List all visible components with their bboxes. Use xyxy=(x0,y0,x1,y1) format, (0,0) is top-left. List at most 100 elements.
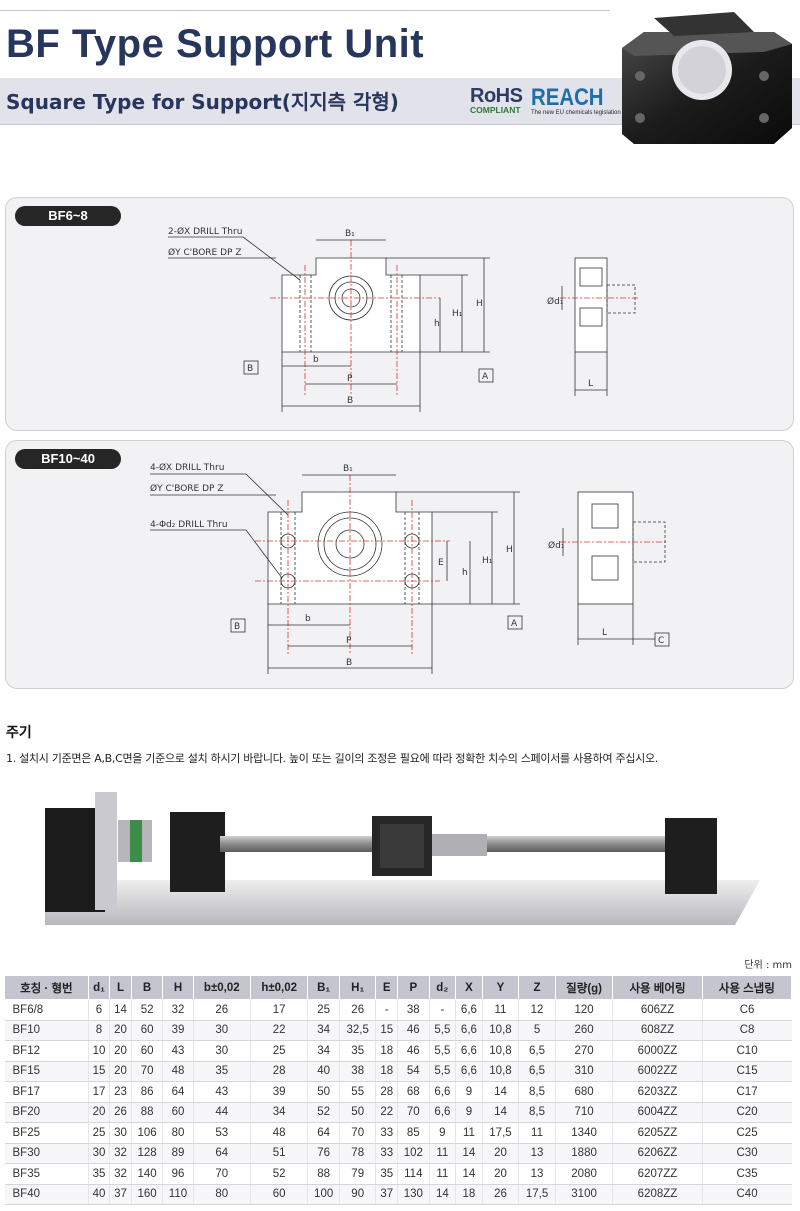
dim-l-bf10-40: L xyxy=(602,628,607,638)
dim-e-bf10-40: E xyxy=(438,558,444,568)
reach-logo-subtext: The new EU chemicals legislation xyxy=(531,110,621,116)
table-cell: 20 xyxy=(481,1143,519,1164)
table-cell: 6000ZZ xyxy=(612,1040,703,1062)
table-cell: 6,6 xyxy=(455,1061,483,1082)
table-cell: 86 xyxy=(130,1081,163,1103)
rohs-logo-text: RoHS xyxy=(470,85,523,107)
table-header-cell: d₂ xyxy=(428,975,457,1000)
table-cell: 114 xyxy=(397,1163,430,1185)
ref-a-bf6-8: A xyxy=(482,372,489,382)
table-cell: 3100 xyxy=(554,1184,613,1205)
table-cell: 6,6 xyxy=(428,1081,456,1103)
table-cell: C17 xyxy=(701,1081,792,1103)
table-cell: 128 xyxy=(130,1143,163,1164)
dim-p-bf6-8: P xyxy=(347,374,353,384)
table-cell: 5,5 xyxy=(428,1061,456,1082)
table-cell: 710 xyxy=(554,1102,613,1123)
table-cell: 17 xyxy=(87,1081,110,1103)
table-cell: 30 xyxy=(109,1122,132,1144)
table-cell: 34 xyxy=(307,1040,340,1062)
table-cell: 2080 xyxy=(554,1163,613,1185)
table-cell: 30 xyxy=(192,1020,251,1041)
table-cell: 80 xyxy=(192,1184,251,1205)
table-cell: 35 xyxy=(192,1061,251,1082)
table-cell: 60 xyxy=(249,1184,308,1205)
table-cell: BF12 xyxy=(4,1040,89,1062)
table-cell: 14 xyxy=(481,1102,519,1123)
table-cell: 120 xyxy=(554,999,613,1021)
table-cell: 160 xyxy=(130,1184,163,1205)
table-cell: C8 xyxy=(701,1020,792,1041)
table-header-cell: 호칭 · 형번 xyxy=(4,975,89,1000)
table-cell: 6208ZZ xyxy=(612,1184,703,1205)
table-cell: 18 xyxy=(375,1040,398,1062)
table-cell: 6203ZZ xyxy=(612,1081,703,1103)
table-cell: 6207ZZ xyxy=(612,1163,703,1185)
table-cell: 106 xyxy=(130,1122,163,1144)
ref-b-bf6-8: B xyxy=(247,364,253,374)
table-cell: 6,6 xyxy=(455,1020,483,1041)
table-cell: 48 xyxy=(162,1061,194,1082)
page-subtitle: Square Type for Support(지지측 각형) xyxy=(6,90,399,114)
table-cell: 30 xyxy=(192,1040,251,1062)
table-cell: 6206ZZ xyxy=(612,1143,703,1164)
table-cell: 11 xyxy=(455,1122,483,1144)
table-cell: 8 xyxy=(87,1020,110,1041)
table-cell: 43 xyxy=(162,1040,194,1062)
table-cell: 20 xyxy=(109,1061,132,1082)
table-cell: C10 xyxy=(701,1040,792,1062)
table-cell: 52 xyxy=(130,999,163,1021)
ref-c-bf10-40: C xyxy=(658,636,664,646)
table-cell: 34 xyxy=(249,1102,308,1123)
table-cell: 32,5 xyxy=(338,1020,376,1041)
dim-b1-bf6-8: B₁ xyxy=(345,229,355,239)
table-cell: 30 xyxy=(87,1143,110,1164)
table-header-cell: L xyxy=(109,975,132,1000)
table-cell: 140 xyxy=(130,1163,163,1185)
table-cell: C15 xyxy=(701,1061,792,1082)
table-cell: - xyxy=(428,999,456,1021)
table-header-cell: B₁ xyxy=(307,975,340,1000)
table-cell: 6002ZZ xyxy=(612,1061,703,1082)
table-cell: 680 xyxy=(554,1081,613,1103)
table-cell: BF17 xyxy=(4,1081,89,1103)
table-cell: 20 xyxy=(481,1163,519,1185)
table-cell: 606ZZ xyxy=(612,999,703,1021)
table-cell: 5 xyxy=(518,1020,556,1041)
table-cell: BF25 xyxy=(4,1122,89,1144)
table-cell: 37 xyxy=(375,1184,398,1205)
table-cell: 23 xyxy=(109,1081,132,1103)
table-cell: 608ZZ xyxy=(612,1020,703,1041)
table-cell: 48 xyxy=(249,1122,308,1144)
page-header: BF Type Support Unit Square Type for Sup… xyxy=(0,0,800,144)
notes-line-1: 1. 설치시 기준면은 A,B,C면을 기준으로 설치 하시기 바랍니다. 높이… xyxy=(6,752,658,765)
table-cell: 11 xyxy=(428,1143,456,1164)
table-cell: 25 xyxy=(87,1122,110,1144)
table-cell: C35 xyxy=(701,1163,792,1185)
table-cell: C6 xyxy=(701,999,792,1021)
table-cell: 37 xyxy=(109,1184,132,1205)
table-cell: 33 xyxy=(375,1122,398,1144)
table-cell: 20 xyxy=(109,1020,132,1041)
dim-h-small-bf10-40: h xyxy=(462,568,468,578)
dim-b-bf10-40: B xyxy=(346,658,352,668)
table-cell: 64 xyxy=(192,1143,251,1164)
table-header-cell: B xyxy=(130,975,164,1000)
dim-b-small-bf6-8: b xyxy=(313,355,319,365)
table-cell: 52 xyxy=(249,1163,308,1185)
table-cell: 5,5 xyxy=(428,1040,456,1062)
table-cell: 25 xyxy=(249,1040,308,1062)
table-cell: 64 xyxy=(307,1122,340,1144)
table-cell: 35 xyxy=(87,1163,110,1185)
table-cell: 96 xyxy=(162,1163,194,1185)
table-cell: 26 xyxy=(338,999,376,1021)
table-cell: 10,8 xyxy=(481,1020,519,1041)
table-cell: 9 xyxy=(428,1122,456,1144)
reach-logo: REACH The new EU chemicals legislation xyxy=(531,86,621,117)
table-cell: 39 xyxy=(162,1020,194,1041)
